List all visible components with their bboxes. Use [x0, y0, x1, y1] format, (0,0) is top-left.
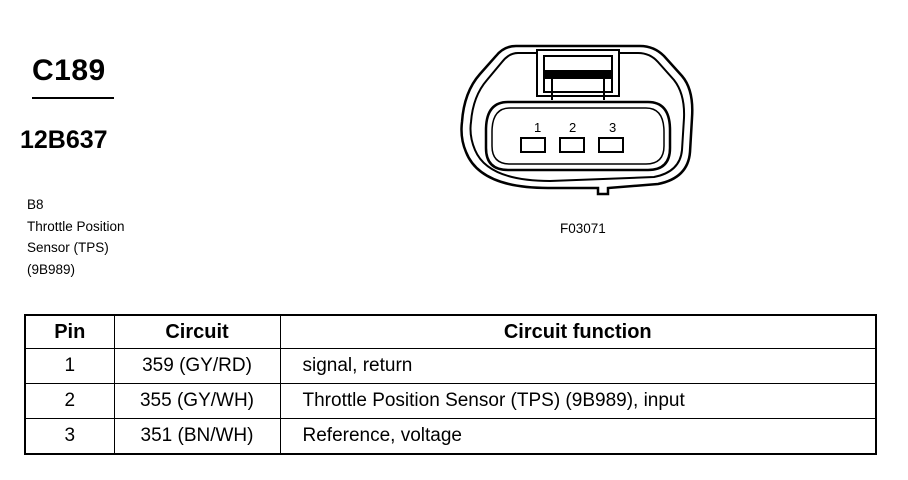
connector-id-underline	[32, 97, 114, 99]
pin-cavity	[484, 100, 672, 172]
pin-terminal-2	[559, 137, 585, 153]
pin-terminal-1	[520, 137, 546, 153]
pin-label-2: 2	[569, 120, 576, 135]
pin-cell: 2	[24, 383, 115, 419]
header-circuit-function: Circuit function	[279, 314, 877, 349]
connector-id: C189	[32, 54, 106, 87]
description-line: B8	[27, 197, 44, 212]
pin-table: Pin Circuit Circuit function 1 359 (GY/R…	[24, 314, 877, 455]
header-circuit: Circuit	[113, 314, 281, 349]
pin-cell: 1	[24, 348, 115, 384]
description-line: (9B989)	[27, 261, 76, 277]
circuit-cell: 355 (GY/WH)	[113, 383, 281, 419]
pin-terminal-3	[598, 137, 624, 153]
connector-outer-housing	[460, 44, 694, 196]
description-line: Throttle Position	[27, 218, 125, 234]
function-cell: signal, return	[279, 348, 877, 384]
circuit-cell: 351 (BN/WH)	[113, 418, 281, 455]
part-number: 12B637	[20, 126, 108, 154]
pin-label-3: 3	[609, 120, 616, 135]
latch-bar	[544, 70, 612, 79]
table-row: 1 359 (GY/RD) signal, return	[24, 348, 877, 384]
component-description: B8 Throttle Position Sensor (TPS) (9B989…	[27, 194, 125, 280]
description-line: Sensor (TPS)	[27, 240, 109, 255]
header-pin: Pin	[24, 314, 115, 349]
function-cell: Throttle Position Sensor (TPS) (9B989), …	[279, 383, 877, 419]
connector-face-drawing: 1 2 3	[460, 44, 694, 196]
circuit-cell: 359 (GY/RD)	[113, 348, 281, 384]
connector-inner-housing	[469, 52, 686, 183]
pin-label-1: 1	[534, 120, 541, 135]
pin-cell: 3	[24, 418, 115, 455]
table-row: 2 355 (GY/WH) Throttle Position Sensor (…	[24, 383, 877, 419]
figure-code: F03071	[560, 221, 606, 236]
table-row: 3 351 (BN/WH) Reference, voltage	[24, 418, 877, 455]
table-header-row: Pin Circuit Circuit function	[24, 314, 877, 349]
function-cell: Reference, voltage	[279, 418, 877, 455]
pin-cavity-inner	[491, 107, 665, 165]
